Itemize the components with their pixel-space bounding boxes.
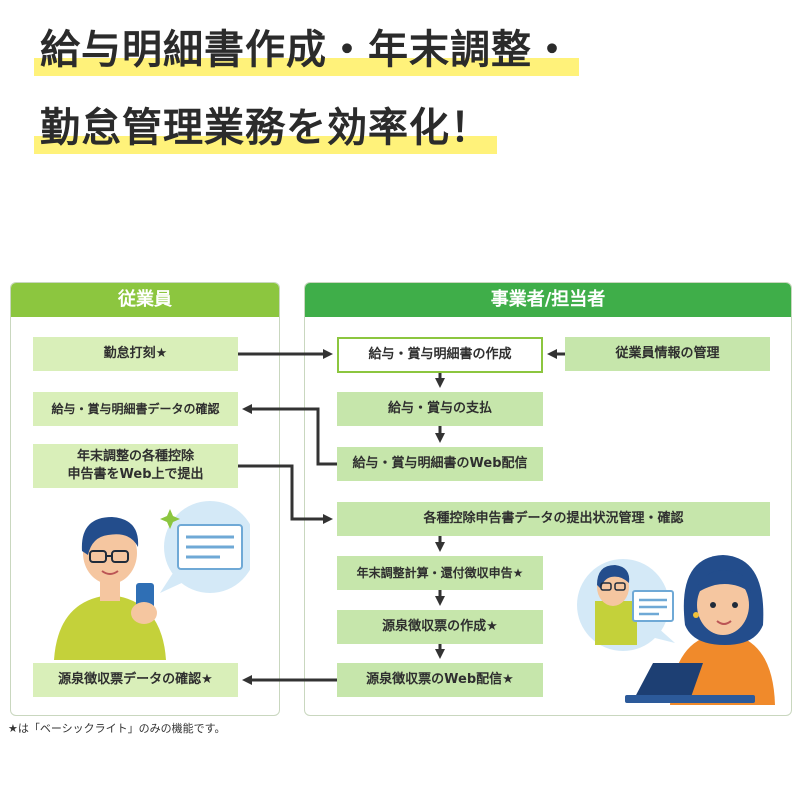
employee-illustration <box>54 501 250 660</box>
business-illustration <box>577 555 775 705</box>
person-face <box>697 575 749 635</box>
employee-info-box: 従業員情報の管理 <box>565 337 770 371</box>
deduction-manage-box: 各種控除申告書データの提出状況管理・確認 <box>337 502 770 536</box>
attendance-stamp-box: 勤怠打刻★ <box>33 337 238 371</box>
withholding-web-box: 源泉徴収票のWeb配信★ <box>337 663 543 697</box>
business-panel-title: 事業者/担当者 <box>305 283 791 317</box>
payslip-web-box: 給与・賞与明細書のWeb配信 <box>337 447 543 481</box>
headline-line-2: 勤怠管理業務を効率化！ <box>34 108 497 154</box>
sparkle-icon <box>160 509 180 529</box>
yearend-submit-box: 年末調整の各種控除 申告書をWeb上で提出 <box>33 444 238 488</box>
withholding-create-box: 源泉徴収票の作成★ <box>337 610 543 644</box>
footnote: ★は「ベーシックライト」のみの機能です。 <box>8 722 226 735</box>
employee-panel-title: 従業員 <box>11 283 279 317</box>
payment-box: 給与・賞与の支払 <box>337 392 543 426</box>
yearend-calc-box: 年末調整計算・還付徴収申告★ <box>337 556 543 590</box>
payslip-create-box: 給与・賞与明細書の作成 <box>337 337 543 373</box>
withholding-check-box: 源泉徴収票データの確認★ <box>33 663 238 697</box>
laptop-icon <box>635 663 703 697</box>
headline-line-1: 給与明細書作成・年末調整・ <box>34 30 579 76</box>
payslip-check-box: 給与・賞与明細書データの確認 <box>33 392 238 426</box>
hair <box>81 517 139 555</box>
